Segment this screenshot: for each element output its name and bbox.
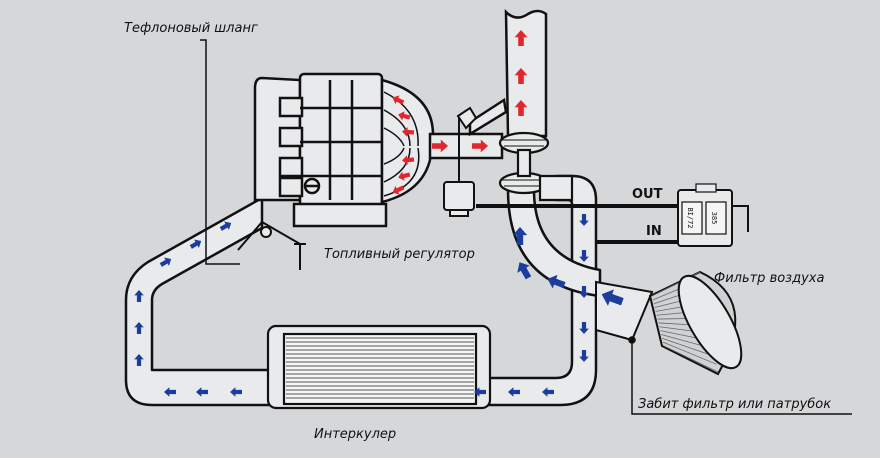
cold-arrow: [542, 387, 554, 397]
cold-arrow: [164, 387, 176, 397]
cold-arrow: [474, 387, 486, 397]
cold-arrow: [134, 322, 144, 334]
air-filter-cap: [677, 274, 743, 370]
cold-arrow: [134, 290, 144, 302]
filter-pleat: [662, 337, 716, 357]
cold-air-arrows: [134, 214, 624, 397]
cold-arrow: [230, 387, 242, 397]
label-out: OUT: [632, 187, 663, 202]
engine-block: [253, 72, 388, 228]
cold-arrow: [579, 322, 589, 334]
sensor-right-text: 385: [710, 212, 718, 225]
cold-arrow: [579, 350, 589, 362]
cold-arrow: [189, 239, 202, 249]
hot-arrow: [514, 68, 528, 84]
cold-arrow: [196, 387, 208, 397]
hot-arrow: [402, 155, 415, 165]
leader-lines: [200, 39, 852, 415]
cold-arrow: [579, 286, 589, 298]
hot-arrow: [472, 139, 488, 153]
label-fuel-regulator: Топливный регулятор: [324, 247, 475, 262]
label-clogged-filter: Забит фильтр или патрубок: [638, 397, 831, 412]
hot-arrow: [402, 127, 415, 137]
label-air-filter: Фильтр воздуха: [714, 271, 824, 286]
filter-pleat: [662, 341, 717, 365]
label-in: IN: [646, 224, 662, 239]
cold-arrow: [547, 274, 566, 289]
label-intercooler: Интеркулер: [314, 427, 396, 442]
cold-arrow: [579, 214, 589, 226]
hot-arrow: [392, 95, 405, 105]
cold-arrow: [512, 227, 528, 245]
hot-air-arrows: [392, 30, 528, 195]
cold-arrow: [134, 354, 144, 366]
sensor-wiring: [476, 204, 749, 244]
intercooler-fins: [286, 337, 474, 399]
cold-arrow: [159, 257, 172, 267]
sensor-module: BI/72 385: [677, 183, 733, 247]
filter-pleat: [663, 345, 719, 373]
sensor-left-text: BI/72: [686, 207, 694, 228]
cold-arrow: [579, 250, 589, 262]
intake-pipe-loop: [124, 174, 602, 407]
turbo-discharge-pipe: [468, 8, 548, 138]
hot-arrow: [432, 139, 448, 153]
hot-arrow: [514, 100, 528, 116]
label-teflon-hose: Тефлоновый шланг: [124, 21, 258, 36]
cold-arrow: [517, 262, 532, 280]
fuel-regulator: [237, 221, 306, 270]
turbo-compressor: [498, 131, 574, 202]
hot-arrow: [514, 30, 528, 46]
cold-arrow: [219, 221, 232, 231]
cold-arrow: [508, 387, 520, 397]
cold-arrow: [601, 289, 624, 306]
hot-arrow: [398, 171, 411, 181]
wastegate-valve: [443, 106, 478, 217]
hot-arrow: [398, 111, 411, 121]
hot-arrow: [392, 185, 405, 195]
